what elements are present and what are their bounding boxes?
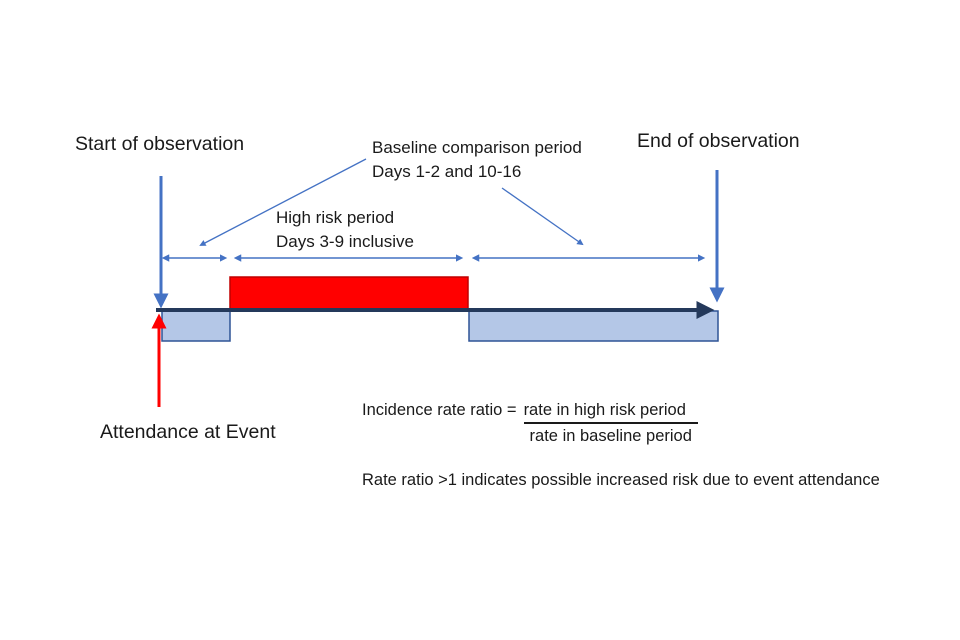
high-risk-period-label: High risk period Days 3-9 inclusive (276, 206, 414, 253)
baseline-bar-right (468, 310, 719, 342)
high-risk-bar (229, 276, 469, 311)
high-risk-line2: Days 3-9 inclusive (276, 231, 414, 251)
baseline-period-line1: Baseline comparison period (372, 138, 582, 157)
attendance-at-event-label: Attendance at Event (100, 421, 276, 443)
formula-numerator: rate in high risk period (523, 398, 698, 424)
baseline-period-label: Baseline comparison period Days 1-2 and … (372, 136, 582, 183)
high-risk-line1: High risk period (276, 208, 395, 227)
baseline-pointer-right (501, 187, 584, 246)
baseline-period-line2: Days 1-2 and 10-16 (372, 161, 522, 181)
formula-denominator: rate in baseline period (529, 427, 692, 445)
incidence-rate-ratio-formula: Incidence rate ratio = rate in high risk… (362, 398, 698, 448)
baseline-pointer-left (199, 158, 367, 246)
formula-lhs: Incidence rate ratio = (362, 401, 517, 419)
start-of-observation-label: Start of observation (75, 133, 245, 155)
baseline-bar-left (161, 310, 231, 342)
formula-fraction: rate in high risk period rate in baselin… (523, 398, 698, 448)
rate-ratio-note: Rate ratio >1 indicates possible increas… (362, 471, 880, 489)
end-of-observation-label: End of observation (637, 130, 800, 152)
